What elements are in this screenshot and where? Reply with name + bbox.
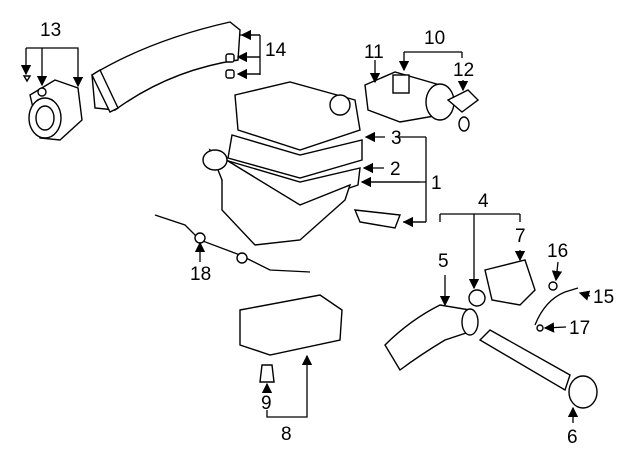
callout-6: 6: [567, 427, 578, 448]
callout-7: 7: [515, 226, 526, 247]
callout-18: 18: [190, 264, 211, 285]
part-15-16-17-hose: [534, 281, 579, 332]
callout-5: 5: [438, 251, 449, 272]
callout-1: 1: [431, 173, 442, 194]
callout-13: 13: [40, 20, 61, 41]
callout-2: 2: [390, 159, 401, 180]
part-13-housing: [22, 75, 83, 141]
part-5-hose: [384, 304, 479, 372]
callout-8: 8: [281, 424, 292, 445]
callout-17: 17: [569, 318, 590, 339]
part-8-resonator: [239, 294, 343, 383]
part-14-intake-duct: [91, 21, 241, 113]
callout-15: 15: [593, 287, 614, 308]
callout-11: 11: [364, 42, 384, 63]
callout-16: 16: [547, 241, 568, 262]
callout-10: 10: [424, 28, 445, 49]
air-cleaner-assembly: [202, 81, 401, 246]
callout-3: 3: [391, 128, 402, 149]
part-7-resonator-box: [468, 259, 536, 307]
part-6-tube: [478, 329, 598, 409]
callout-12: 12: [453, 60, 474, 81]
callout-4: 4: [478, 191, 489, 212]
callout-14: 14: [265, 40, 287, 61]
callout-9: 9: [261, 393, 272, 414]
part-10-11-12-maf-sensor: [364, 71, 480, 132]
leader-lines: [20, 29, 591, 423]
